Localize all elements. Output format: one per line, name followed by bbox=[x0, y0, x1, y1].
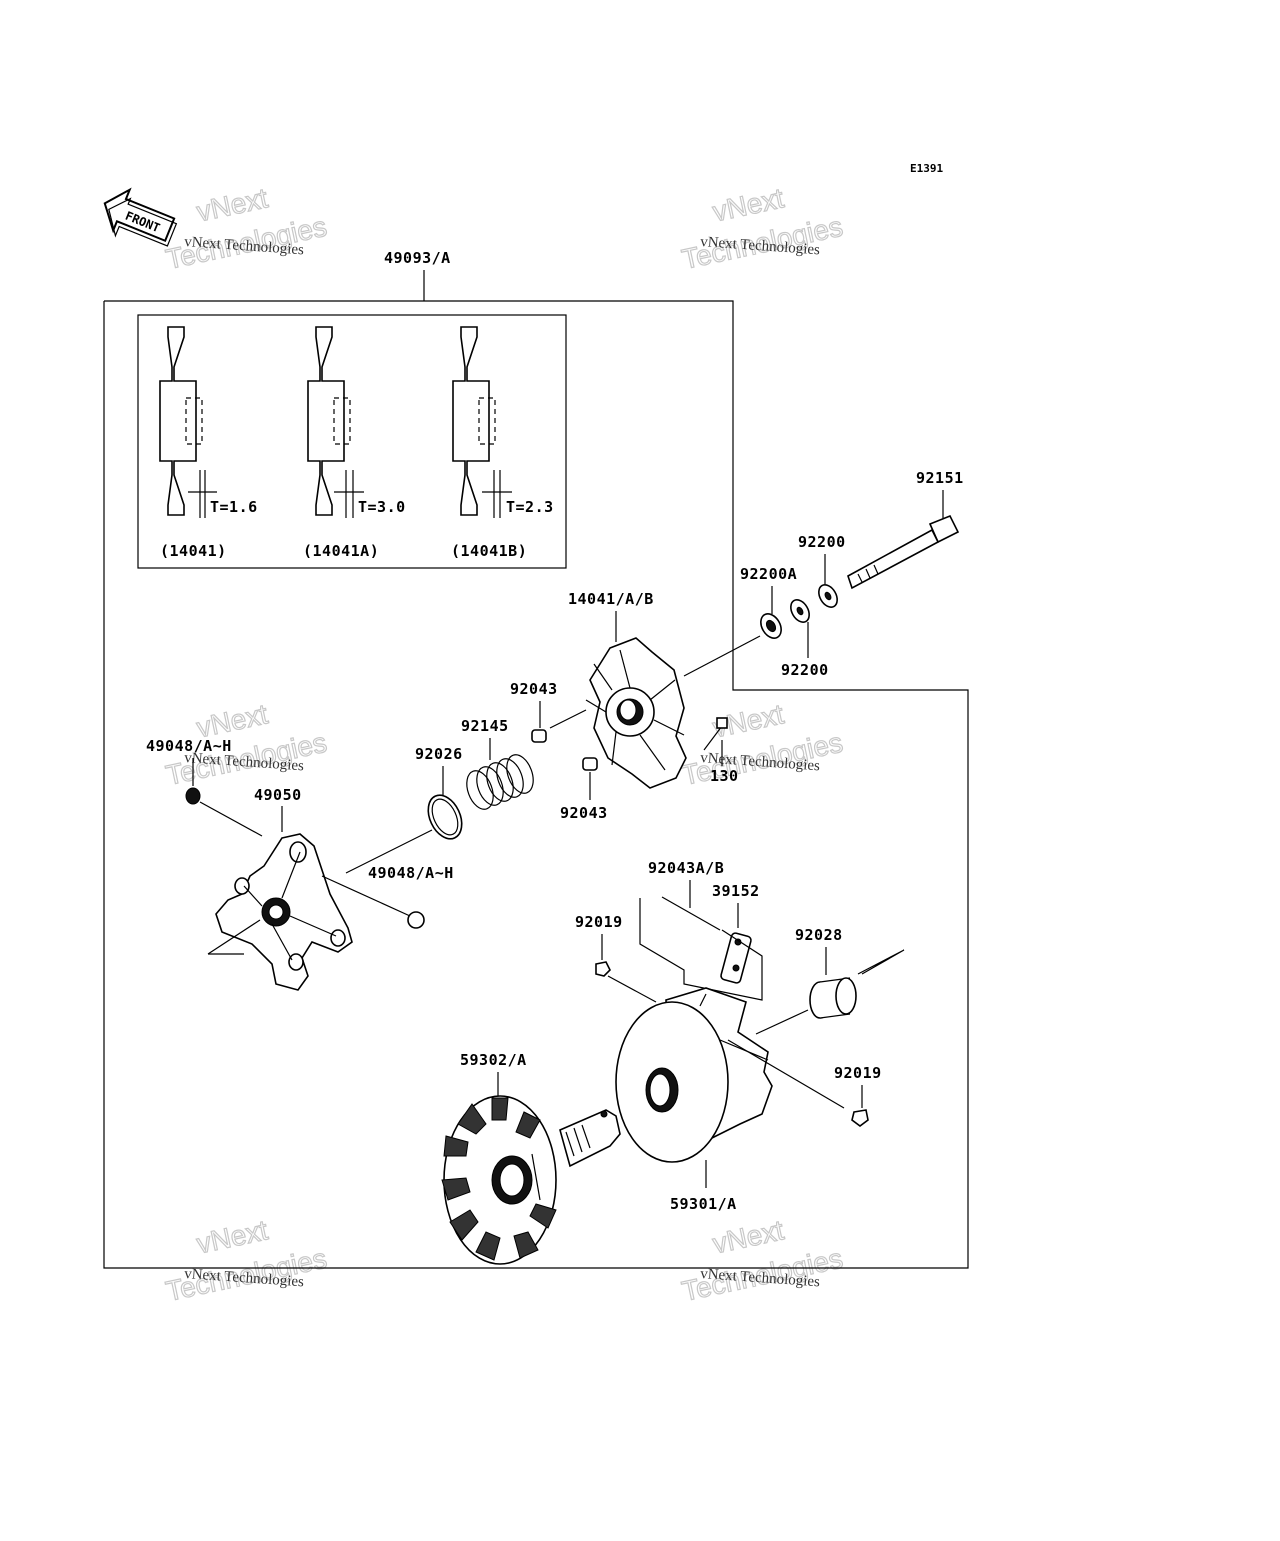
watermark-text: vNext bbox=[710, 182, 787, 227]
watermark: vNext Technologies bbox=[679, 1214, 847, 1308]
callout-92026: 92026 bbox=[415, 745, 463, 763]
inset-variant-1: T=1.6 (14041) bbox=[159, 326, 258, 560]
leader-line bbox=[857, 949, 905, 975]
roller-39152 bbox=[720, 932, 752, 984]
callout-92200-bottom: 92200 bbox=[781, 661, 829, 679]
spider-profile bbox=[159, 326, 197, 516]
spider-profile bbox=[307, 326, 345, 516]
callout-92043-bottom: 92043 bbox=[560, 804, 608, 822]
spider-14041 bbox=[585, 637, 687, 789]
watermark-text: vNext bbox=[710, 1214, 787, 1259]
watermark: vNext Technologies bbox=[163, 1214, 331, 1308]
watermark-text: vNext bbox=[194, 1214, 271, 1259]
variant-part-label: (14041A) bbox=[303, 542, 379, 560]
sheave-59302 bbox=[441, 1095, 621, 1265]
callout-49048-mid: 49048/A~H bbox=[368, 864, 454, 882]
bolt-130 bbox=[703, 717, 728, 751]
leader-line bbox=[549, 709, 587, 729]
assembly-outline bbox=[103, 300, 969, 1269]
watermark: vNext Technologies bbox=[679, 698, 847, 792]
spring-92145 bbox=[466, 754, 534, 810]
callout-92145: 92145 bbox=[461, 717, 509, 735]
callout-49048-top: 49048/A~H bbox=[146, 737, 232, 755]
callout-92200-top: 92200 bbox=[798, 533, 846, 551]
hidden-line bbox=[185, 397, 203, 445]
front-arrow-icon: FRONT bbox=[103, 187, 178, 247]
pin-92043 bbox=[531, 729, 547, 743]
washer-hole bbox=[824, 591, 832, 601]
callout-59301A: 59301/A bbox=[670, 1195, 737, 1213]
variant-part-label: (14041B) bbox=[451, 542, 527, 560]
spider-profile bbox=[452, 326, 490, 516]
hidden-line bbox=[478, 397, 496, 445]
bearing-hole bbox=[765, 619, 777, 633]
callout-92019-right: 92019 bbox=[834, 1064, 882, 1082]
leader-line bbox=[321, 875, 411, 917]
leader-line bbox=[727, 1039, 845, 1109]
thickness-label: T=2.3 bbox=[506, 498, 554, 516]
weight-49048 bbox=[407, 911, 425, 929]
leader-line bbox=[199, 801, 263, 837]
weight-49048 bbox=[185, 787, 201, 805]
bushing-92028 bbox=[809, 977, 857, 1019]
nut-92019 bbox=[595, 961, 611, 977]
callout-49050: 49050 bbox=[254, 786, 302, 804]
leader-line bbox=[755, 1009, 809, 1035]
leader-line bbox=[607, 975, 657, 1003]
callout-92200A: 92200A bbox=[740, 565, 797, 583]
leader-line bbox=[345, 829, 433, 874]
inset-variant-3: T=2.3 (14041B) bbox=[451, 326, 554, 560]
callout-92019-left: 92019 bbox=[575, 913, 623, 931]
watermark: vNext Technologies bbox=[679, 182, 847, 276]
variant-part-label: (14041) bbox=[160, 542, 227, 560]
ring-inner bbox=[431, 798, 459, 836]
thickness-label: T=3.0 bbox=[358, 498, 406, 516]
hub-49050 bbox=[215, 833, 353, 991]
thickness-label: T=1.6 bbox=[210, 498, 258, 516]
diagram-code: E1391 bbox=[910, 162, 943, 175]
hidden-line bbox=[333, 397, 351, 445]
callout-92043AB: 92043A/B bbox=[648, 859, 724, 877]
callout-92043-top: 92043 bbox=[510, 680, 558, 698]
assembly-label: 49093/A bbox=[384, 249, 451, 267]
washer-hole bbox=[796, 606, 804, 616]
detail-inset-box bbox=[137, 314, 567, 569]
pin-92043 bbox=[582, 757, 598, 771]
pin-92043AB bbox=[661, 896, 721, 931]
callout-59302A: 59302/A bbox=[460, 1051, 527, 1069]
watermark: vNext Technologies bbox=[163, 182, 331, 276]
sheave-59301 bbox=[615, 987, 773, 1163]
callout-39152: 39152 bbox=[712, 882, 760, 900]
callout-92151: 92151 bbox=[916, 469, 964, 487]
watermark-text: vNext bbox=[194, 182, 271, 227]
leader-line bbox=[207, 919, 261, 955]
callout-92028: 92028 bbox=[795, 926, 843, 944]
bolt-92151 bbox=[847, 514, 960, 590]
exploded-guide bbox=[639, 898, 763, 1001]
nut-92019 bbox=[851, 1109, 869, 1127]
callout-14041AB: 14041/A/B bbox=[568, 590, 654, 608]
callout-130: 130 bbox=[710, 767, 739, 785]
leader-line bbox=[683, 635, 761, 677]
inset-variant-2: T=3.0 (14041A) bbox=[303, 326, 406, 560]
